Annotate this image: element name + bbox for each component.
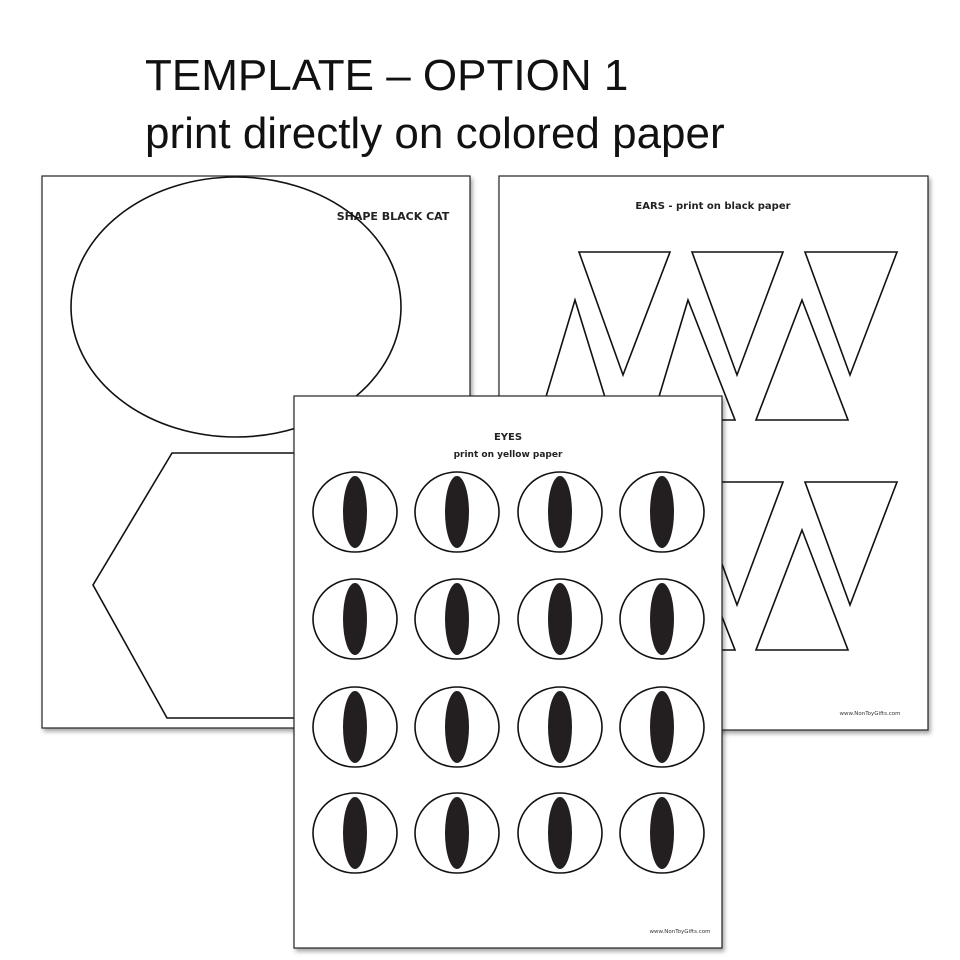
heading-line-1: TEMPLATE – OPTION 1 [145, 51, 629, 100]
shape-page-label: SHAPE BLACK CAT [337, 210, 450, 223]
cat-eye [414, 471, 500, 553]
eye-pupil [343, 691, 367, 763]
ear-triangle [803, 251, 899, 378]
cat-eye [312, 792, 398, 874]
eye-pupil [445, 583, 469, 655]
cat-eye [517, 578, 603, 660]
eye-pupil [650, 797, 674, 869]
eye-pupil [650, 691, 674, 763]
cat-eye [312, 578, 398, 660]
eye-pupil [343, 583, 367, 655]
eyes-page-footer: www.NonToyGifts.com [650, 929, 711, 935]
eye-pupil [548, 583, 572, 655]
eye-pupil [445, 797, 469, 869]
ears-page-label: EARS - print on black paper [635, 201, 790, 212]
cat-eye [517, 686, 603, 768]
eye-pupil [445, 691, 469, 763]
eyes-page-title: EYES [494, 432, 522, 443]
cat-eye [619, 578, 705, 660]
eyes-page: EYES print on yellow paper www.NonToyGif… [293, 395, 723, 949]
eye-pupil [445, 476, 469, 548]
eyes-page-subtitle: print on yellow paper [454, 450, 563, 460]
cat-eye [619, 471, 705, 553]
cat-eye [619, 792, 705, 874]
eye-pupil [650, 583, 674, 655]
cat-eye [312, 471, 398, 553]
eye-pupil [343, 797, 367, 869]
eye-pupil [650, 476, 674, 548]
cat-eye [619, 686, 705, 768]
ear-triangle [690, 251, 785, 378]
cat-eye [517, 471, 603, 553]
ear-triangle [803, 481, 899, 608]
eye-grid [312, 471, 705, 874]
cat-eye [517, 792, 603, 874]
eye-pupil [548, 691, 572, 763]
eye-pupil [343, 476, 367, 548]
cat-eye [414, 792, 500, 874]
cat-eye [312, 686, 398, 768]
ear-triangle [754, 527, 850, 651]
ears-page-footer: www.NonToyGifts.com [840, 711, 901, 717]
cat-eye [414, 578, 500, 660]
ear-triangle [754, 297, 850, 421]
head-ellipse [70, 176, 402, 438]
eye-pupil [548, 476, 572, 548]
heading-line-2: print directly on colored paper [145, 109, 725, 158]
cat-eye [414, 686, 500, 768]
ear-triangle [577, 251, 672, 378]
eye-pupil [548, 797, 572, 869]
